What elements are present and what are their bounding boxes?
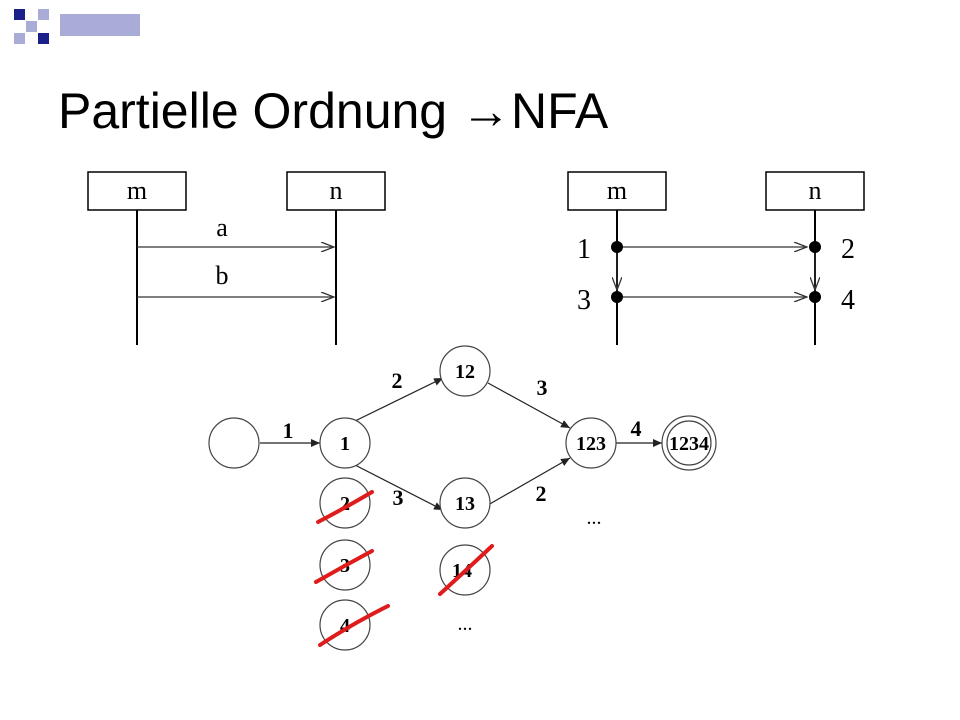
msc-right-event-3-dot: [611, 291, 623, 303]
msc-right-event-1-dot: [611, 241, 623, 253]
nfa-transition-1-12: [354, 377, 444, 422]
strike-state-4: [318, 604, 390, 647]
nfa-state-1234-inner: [666, 420, 712, 466]
nfa-state-1: [319, 417, 371, 469]
slide-title: Partielle Ordnung →NFA: [58, 83, 609, 139]
nfa-state-start: [208, 417, 260, 469]
nfa-transition-13-123: [487, 457, 571, 506]
nfa-transition-1-13: [354, 464, 444, 511]
strike-state-2: [316, 490, 374, 524]
strike-state-3: [314, 549, 374, 584]
msc-left-instance-m-box: [87, 171, 187, 211]
msc-right: m n 1 2 3 4: [567, 171, 865, 345]
msc-left-instance-n-label: n: [330, 176, 343, 205]
msc-right-instance-m-label: m: [607, 176, 627, 205]
nfa-state-12-label: 12: [455, 361, 475, 383]
nfa: 1 2 3 3 2 4 1 12 13 123 1234 2 3 4 14 ..…: [208, 345, 717, 651]
nfa-ellipsis-lower: ...: [458, 613, 473, 635]
nfa-label-13-123: 2: [536, 481, 547, 506]
msc-right-event-3-label: 3: [577, 285, 591, 316]
nfa-state-1234-label: 1234: [669, 433, 709, 455]
header-bar: [60, 14, 140, 36]
msc-right-event-2-label: 2: [841, 234, 855, 265]
nfa-state-13-label: 13: [455, 493, 475, 515]
msc-right-event-4-label: 4: [841, 285, 855, 316]
nfa-state-12: [439, 345, 491, 397]
nfa-state-123-label: 123: [576, 433, 606, 455]
nfa-ellipsis-upper: ...: [587, 507, 602, 529]
nfa-state-123: [565, 417, 617, 469]
nfa-transition-12-123: [487, 382, 571, 429]
nfa-label-start-1: 1: [283, 418, 294, 443]
strike-state-14: [438, 544, 494, 596]
nfa-state-2-label: 2: [340, 493, 350, 515]
nfa-label-12-123: 3: [537, 375, 548, 400]
msc-left-instance-m-label: m: [127, 176, 147, 205]
msc-left-message-b-label: b: [216, 261, 229, 290]
msc-right-instance-n-box: [765, 171, 865, 211]
nfa-label-1-13: 3: [393, 485, 404, 510]
msc-right-event-1-label: 1: [577, 234, 591, 265]
msc-right-instance-n-label: n: [809, 176, 822, 205]
msc-left: m n a b: [87, 171, 386, 345]
msc-right-event-2-dot: [809, 241, 821, 253]
msc-left-instance-n-box: [286, 171, 386, 211]
msc-left-message-a-label: a: [216, 213, 228, 242]
msc-right-event-4-dot: [809, 291, 821, 303]
nfa-label-1-12: 2: [392, 368, 403, 393]
nfa-label-123-1234: 4: [631, 416, 642, 441]
corner-decoration: [14, 9, 140, 44]
nfa-state-4-label: 4: [340, 615, 350, 637]
nfa-state-1-label: 1: [340, 433, 350, 455]
nfa-state-13: [439, 477, 491, 529]
